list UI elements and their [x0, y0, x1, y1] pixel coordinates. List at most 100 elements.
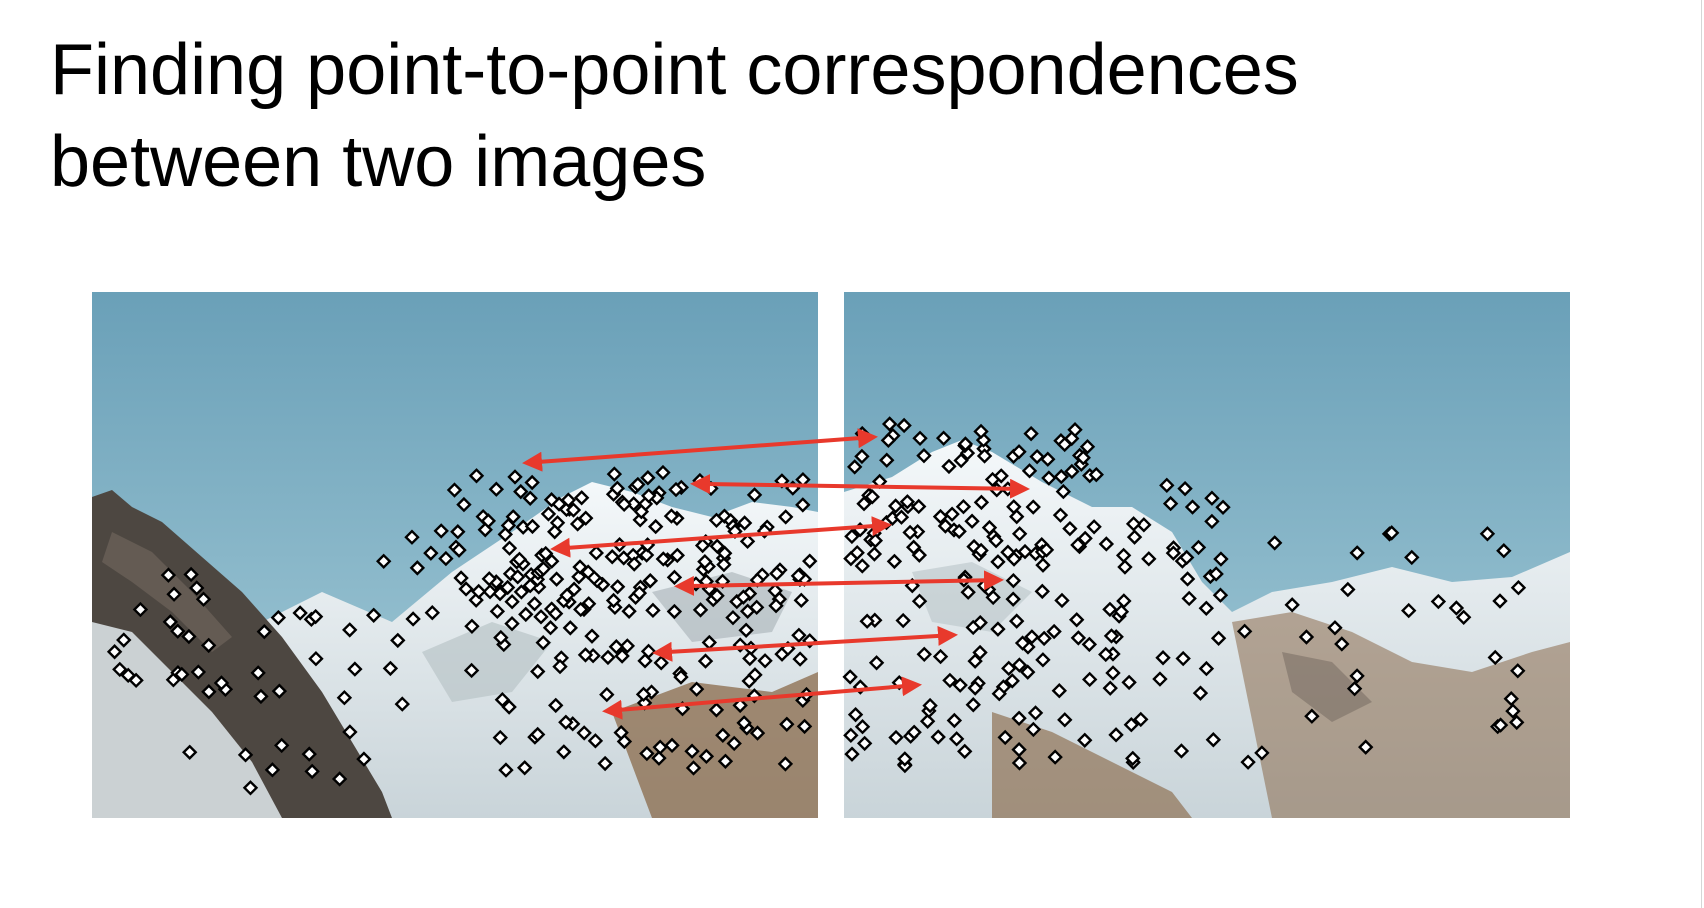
feature-point — [948, 731, 965, 747]
feature-point — [1492, 717, 1509, 733]
feature-point — [453, 570, 469, 586]
feature-point — [404, 529, 420, 545]
feature-point — [1052, 507, 1069, 523]
feature-point — [304, 763, 320, 780]
feature-point — [394, 696, 410, 712]
feature-point — [1017, 543, 1033, 560]
feature-point — [1455, 609, 1472, 626]
feature-point — [501, 540, 518, 556]
double-headed-arrow-icon — [602, 676, 922, 720]
feature-point — [271, 683, 288, 699]
feature-point — [356, 751, 372, 767]
feature-point — [488, 481, 505, 497]
feature-point — [450, 524, 466, 540]
feature-point — [1064, 463, 1080, 480]
feature-point — [128, 672, 144, 689]
feature-point — [1070, 537, 1086, 553]
feature-point — [1004, 673, 1020, 689]
feature-point — [1190, 539, 1207, 556]
feature-point — [301, 746, 317, 762]
feature-point — [530, 663, 546, 680]
feature-point — [1346, 680, 1363, 697]
feature-point — [433, 523, 449, 539]
feature-point — [616, 496, 632, 513]
feature-point — [170, 623, 186, 639]
feature-point — [1173, 743, 1190, 759]
feature-point — [464, 618, 480, 635]
feature-point — [1266, 535, 1283, 551]
feature-point — [642, 573, 659, 589]
feature-point — [552, 658, 568, 675]
feature-point — [1205, 732, 1222, 748]
feature-point — [1401, 602, 1417, 619]
feature-point — [856, 735, 873, 752]
feature-point — [715, 727, 731, 743]
feature-point — [619, 638, 636, 654]
feature-point — [1020, 664, 1036, 680]
feature-point — [1198, 660, 1215, 677]
double-headed-arrow-icon — [550, 516, 892, 558]
feature-point — [308, 651, 324, 667]
feature-point — [1051, 683, 1068, 699]
feature-point — [976, 448, 993, 464]
feature-point — [1036, 630, 1052, 647]
feature-point — [264, 762, 281, 778]
feature-point — [492, 585, 508, 602]
feature-point — [1155, 650, 1171, 666]
feature-point — [1034, 583, 1050, 600]
feature-point — [1056, 436, 1073, 453]
feature-point — [1105, 665, 1121, 681]
title-line-2: between two images — [50, 122, 707, 202]
feature-point — [201, 684, 217, 700]
feature-point — [1075, 450, 1091, 466]
feature-point — [132, 601, 149, 618]
feature-point — [641, 488, 657, 504]
feature-point — [1340, 581, 1356, 598]
feature-point — [511, 551, 528, 568]
slide-title: Finding point-to-point correspondences b… — [50, 24, 1450, 208]
feature-point — [543, 492, 560, 508]
feature-point — [932, 508, 949, 525]
feature-point — [981, 519, 998, 536]
feature-point — [911, 593, 928, 609]
feature-point — [535, 560, 552, 577]
feature-point — [626, 556, 642, 572]
feature-point — [1510, 663, 1526, 679]
feature-point — [614, 648, 630, 664]
feature-point — [253, 688, 269, 705]
feature-point — [893, 509, 910, 525]
feature-point — [1029, 448, 1045, 465]
feature-point — [200, 637, 217, 654]
feature-point — [1102, 680, 1118, 696]
feature-point — [609, 579, 626, 595]
feature-point — [886, 553, 903, 570]
feature-point — [1041, 470, 1057, 486]
feature-point — [505, 509, 521, 525]
feature-point — [1240, 754, 1256, 770]
feature-point — [1503, 691, 1519, 707]
feature-point — [953, 452, 969, 469]
feature-point — [468, 468, 485, 484]
feature-point — [516, 760, 533, 776]
feature-point — [608, 639, 625, 655]
feature-point — [1184, 499, 1201, 515]
feature-point — [1079, 439, 1096, 455]
title-line-1: Finding point-to-point correspondences — [50, 30, 1299, 110]
feature-point — [120, 667, 136, 684]
feature-point — [639, 745, 655, 762]
feature-point — [497, 526, 513, 543]
feature-point — [1162, 495, 1179, 512]
feature-point — [1181, 590, 1197, 607]
feature-point — [1098, 536, 1115, 552]
feature-point — [843, 727, 859, 744]
feature-point — [501, 699, 517, 715]
feature-point — [685, 760, 702, 776]
slide-edge-divider — [1701, 0, 1702, 908]
feature-point — [481, 571, 497, 587]
feature-point — [795, 497, 811, 513]
feature-point — [456, 496, 472, 513]
feature-point — [881, 416, 898, 432]
feature-point — [990, 621, 1006, 637]
double-headed-arrow-icon — [674, 570, 1004, 596]
feature-point — [854, 718, 871, 735]
